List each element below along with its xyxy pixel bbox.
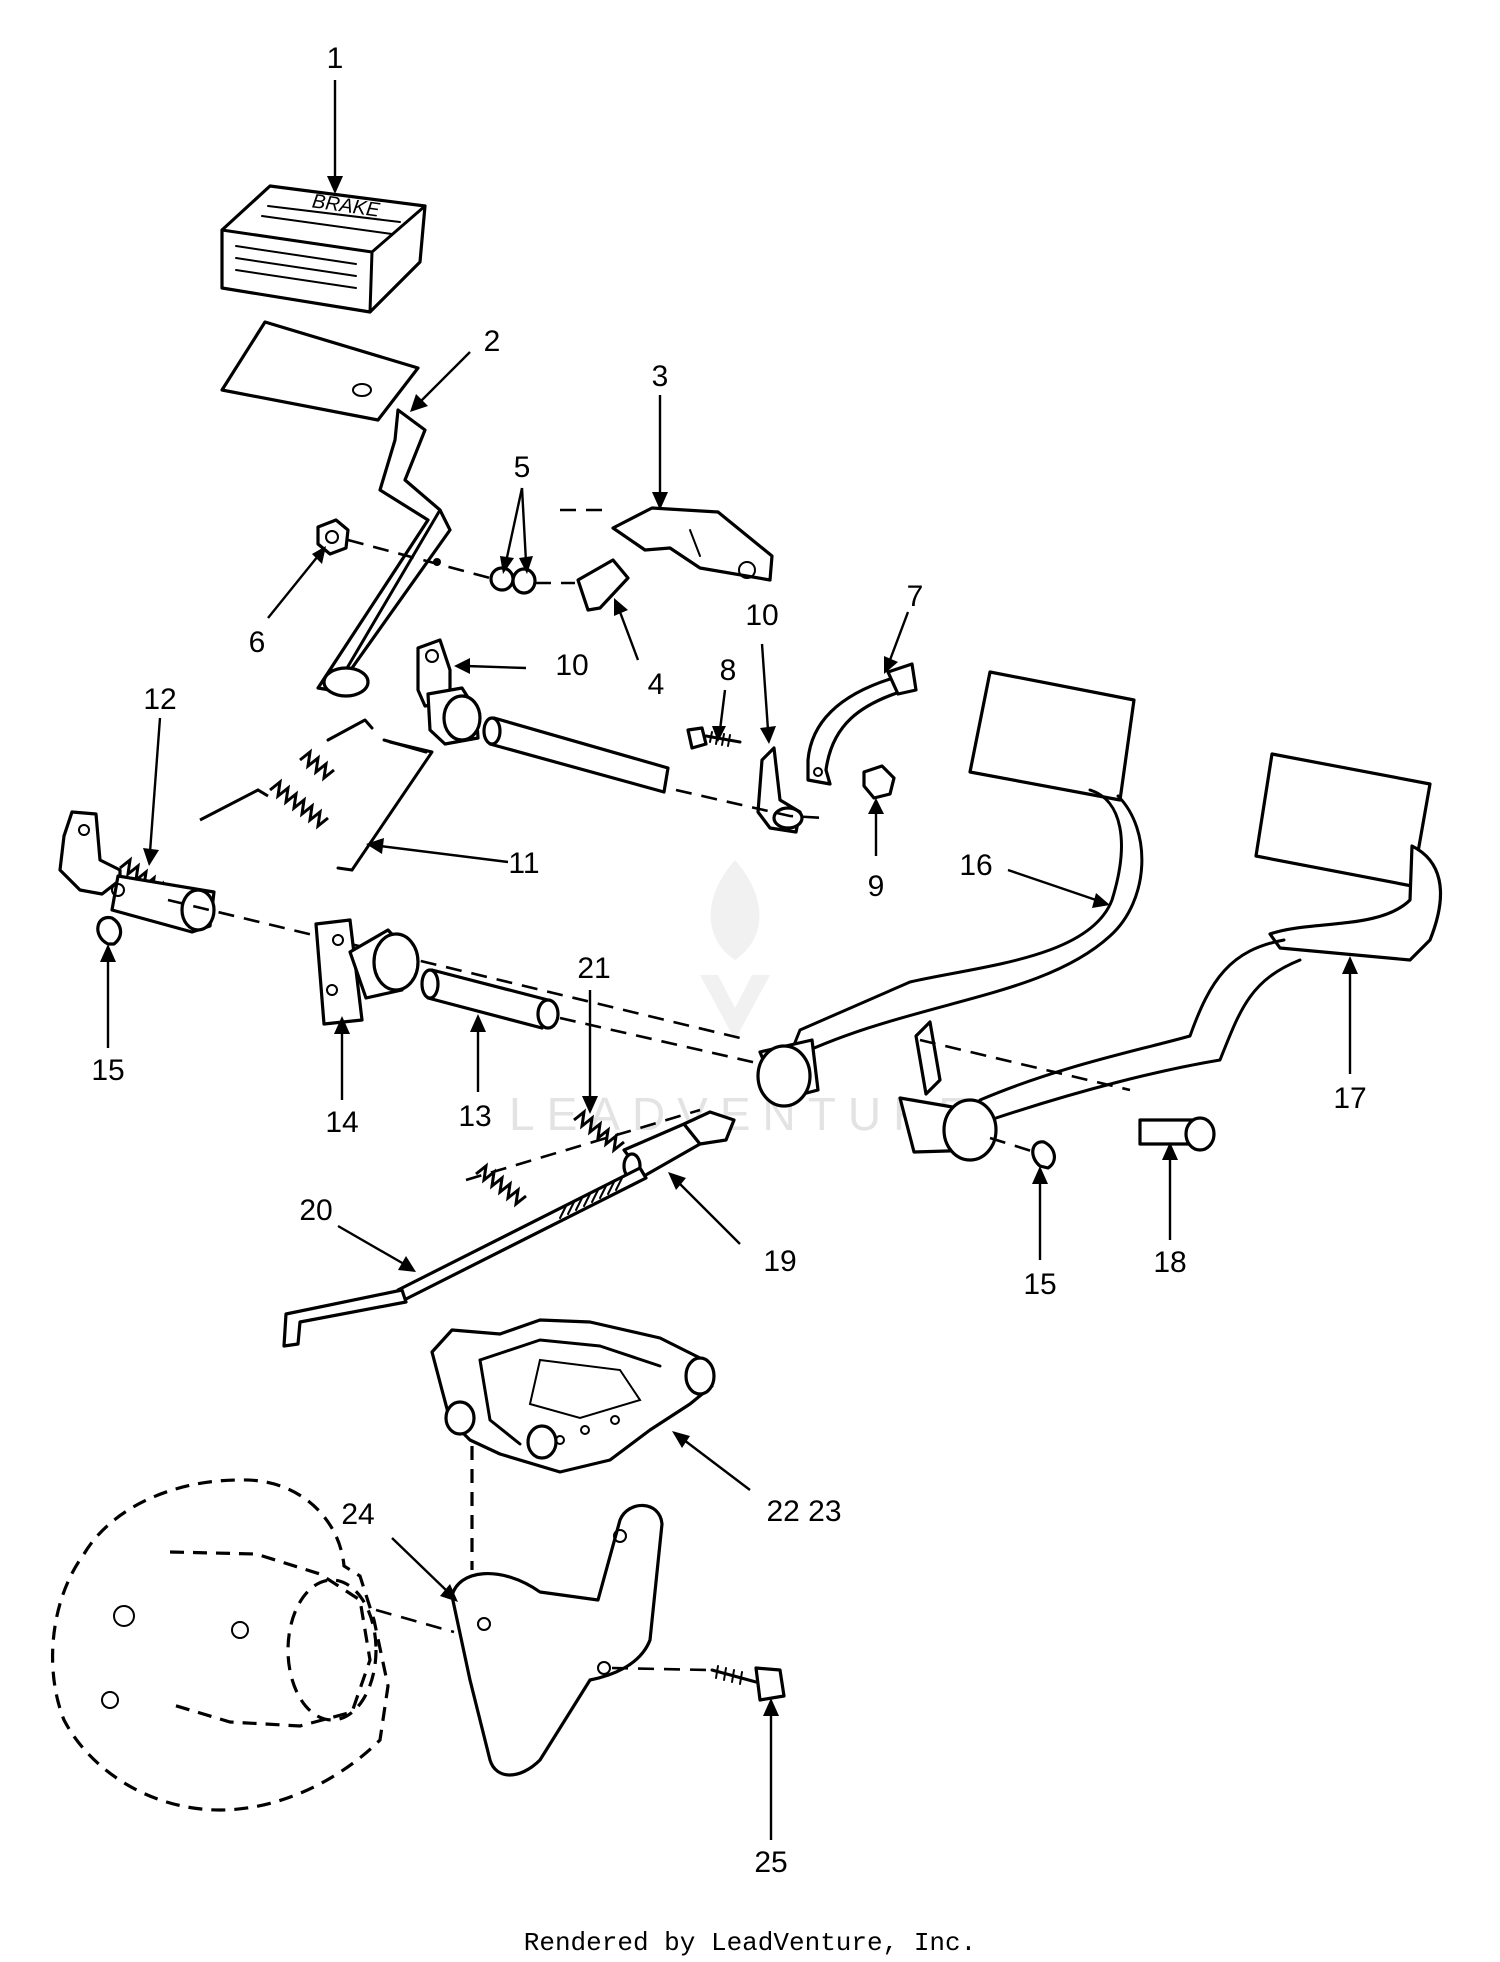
callout-19: 19 <box>763 1245 796 1278</box>
bracket-14 <box>314 918 420 1026</box>
callout-14: 14 <box>325 1106 358 1139</box>
callout-6: 6 <box>249 626 266 659</box>
watermark-logo <box>700 860 770 1040</box>
lever-left <box>58 810 216 934</box>
callout-11: 11 <box>508 847 539 880</box>
callout-10-lower: 10 <box>745 599 778 632</box>
callout-7: 7 <box>907 580 924 613</box>
pin-13 <box>420 968 560 1030</box>
clevis-pin-18 <box>1138 1116 1216 1152</box>
callout-8: 8 <box>720 654 737 687</box>
footer-credit: Rendered by LeadVenture, Inc. <box>523 1928 977 1958</box>
callout-16: 16 <box>959 849 992 882</box>
callout-25: 25 <box>754 1846 787 1879</box>
bolt-25 <box>710 1665 786 1702</box>
latch-bracket <box>576 506 774 612</box>
callout-10-upper: 10 <box>555 649 588 682</box>
callout-1: 1 <box>327 42 344 75</box>
pivot-bracket-10-lower <box>756 746 804 834</box>
callout-17: 17 <box>1333 1082 1366 1115</box>
callout-4: 4 <box>648 668 665 701</box>
axis-line-main <box>167 898 741 1040</box>
brake-pad-cover: BRAKE <box>220 184 427 314</box>
washers <box>489 566 537 595</box>
callout-24: 24 <box>341 1498 374 1531</box>
axis-line-25 <box>611 1666 709 1672</box>
cross-shaft <box>482 716 670 794</box>
e-clip-15-right <box>1031 1140 1056 1170</box>
e-clip-15-left <box>96 916 123 946</box>
axis-line-pin <box>559 1016 771 1068</box>
callout-2: 2 <box>484 325 501 358</box>
callout-20: 20 <box>299 1194 332 1227</box>
callout-15-left: 15 <box>91 1054 124 1087</box>
nut-6 <box>316 518 350 556</box>
spring-21 <box>465 1108 701 1208</box>
mounting-plate-24 <box>450 1503 664 1777</box>
leader-lines <box>100 80 1358 1840</box>
callout-labels: 1 2 3 4 5 6 7 8 9 10 10 11 12 13 14 15 1… <box>91 42 1366 1879</box>
clip-7 <box>806 662 918 786</box>
phantom-hub <box>51 1478 455 1812</box>
rod-11 <box>336 738 434 872</box>
callout-5: 5 <box>514 451 531 484</box>
axis-line-shaft <box>675 788 826 820</box>
callout-9: 9 <box>868 870 885 903</box>
callout-18: 18 <box>1153 1246 1186 1279</box>
rod-20 <box>282 1166 648 1348</box>
brake-pedal-arm <box>220 320 452 698</box>
axis-line-18 <box>919 1038 1131 1092</box>
pedal-16 <box>756 670 1144 1108</box>
caliper-22-23 <box>430 1318 716 1474</box>
pedal-17 <box>978 752 1443 1122</box>
nut-9 <box>862 764 896 800</box>
callout-21: 21 <box>577 952 610 985</box>
callout-3: 3 <box>652 360 669 393</box>
callout-12: 12 <box>143 683 176 716</box>
pedal-hub-17 <box>898 1020 998 1162</box>
callout-15-right: 15 <box>1023 1268 1056 1301</box>
callout-13: 13 <box>458 1100 491 1133</box>
pivot-bracket-10-upper <box>416 638 482 746</box>
callout-22-23: 22 23 <box>766 1495 841 1528</box>
